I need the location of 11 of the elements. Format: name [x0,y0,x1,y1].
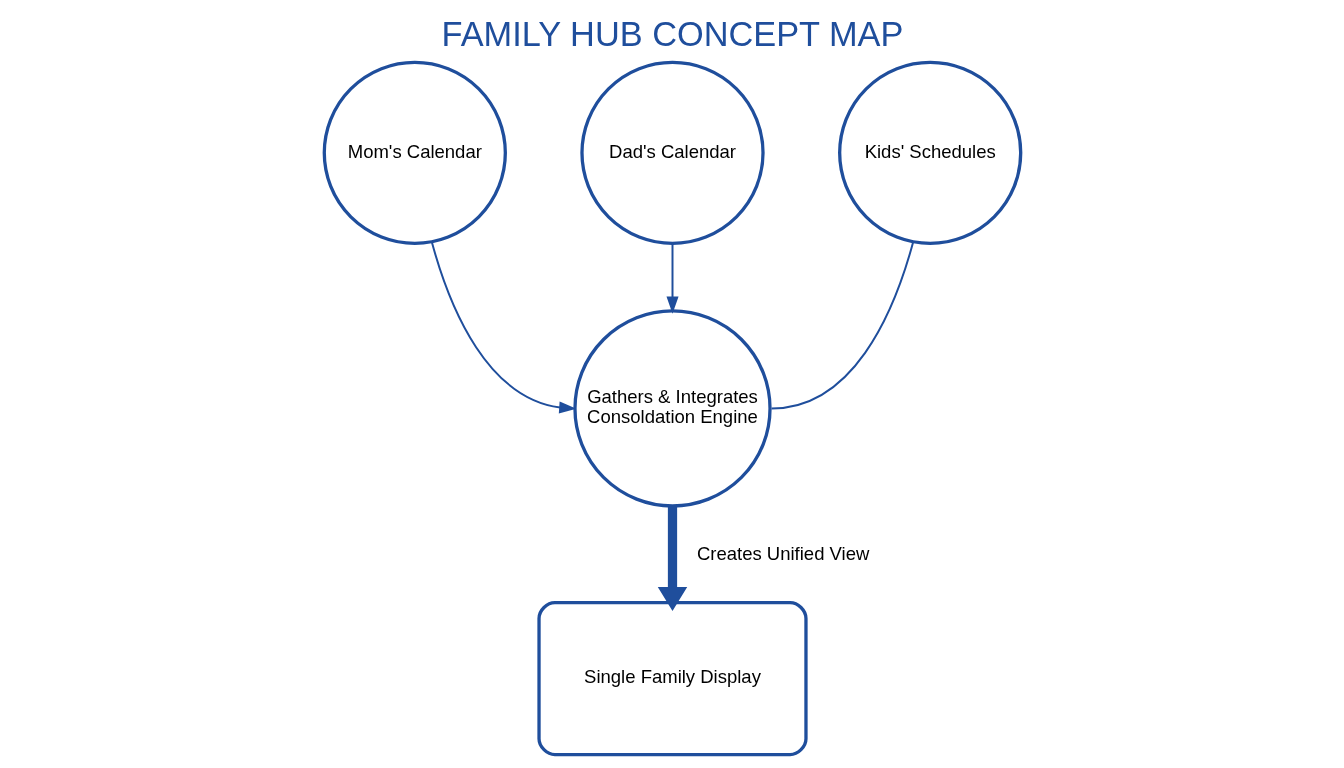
diagram-title: FAMILY HUB CONCEPT MAP [441,15,903,54]
node-box: Single Family Display [536,600,808,757]
arrow [430,241,576,414]
connector [770,241,914,410]
node-circle: Gathers & Integrates Consoldation Engine [572,309,772,508]
edge-label: Creates Unified View [696,542,869,564]
node-circle: Kids' Schedules [837,60,1022,246]
arrow [657,506,687,612]
arrow [665,242,679,314]
node-circle: Mom's Calendar [322,60,507,246]
node-circle: Dad's Calendar [579,60,765,246]
